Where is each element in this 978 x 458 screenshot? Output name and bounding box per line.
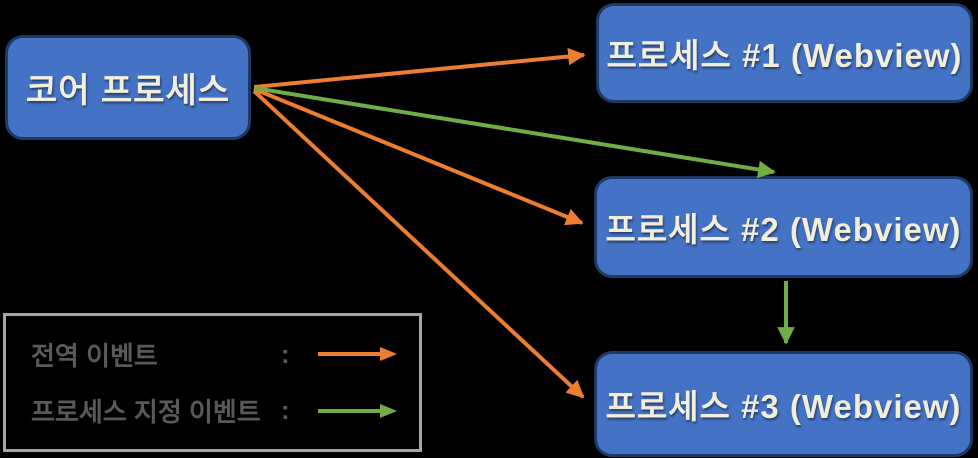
legend-colon: : — [281, 395, 290, 426]
legend-label-global-event: 전역 이벤트 — [31, 340, 158, 371]
legend-row-targeted-event: 프로세스 지정 이벤트 : — [31, 392, 419, 429]
node-process-3-webview: 프로세스 #3 (Webview) — [594, 351, 973, 457]
node-process-2-label: 프로세스 #2 (Webview) — [605, 211, 962, 248]
legend-arrow-global-icon — [317, 347, 397, 362]
node-process-3-label: 프로세스 #3 (Webview) — [605, 388, 962, 425]
legend-colon: : — [281, 338, 290, 369]
node-process-2-webview: 프로세스 #2 (Webview) — [594, 176, 973, 278]
node-core-process-label: 코어 프로세스 — [25, 72, 231, 110]
node-core-process: 코어 프로세스 — [5, 35, 251, 140]
node-process-1-label: 프로세스 #1 (Webview) — [606, 37, 963, 74]
node-process-1-webview: 프로세스 #1 (Webview) — [596, 3, 973, 103]
legend-arrow-targeted-icon — [317, 403, 397, 418]
legend-row-global-event: 전역 이벤트 : — [31, 336, 419, 373]
legend-label-targeted-event: 프로세스 지정 이벤트 — [31, 397, 261, 428]
legend-box: 전역 이벤트 : 프로세스 지정 이벤트 : — [3, 313, 422, 452]
